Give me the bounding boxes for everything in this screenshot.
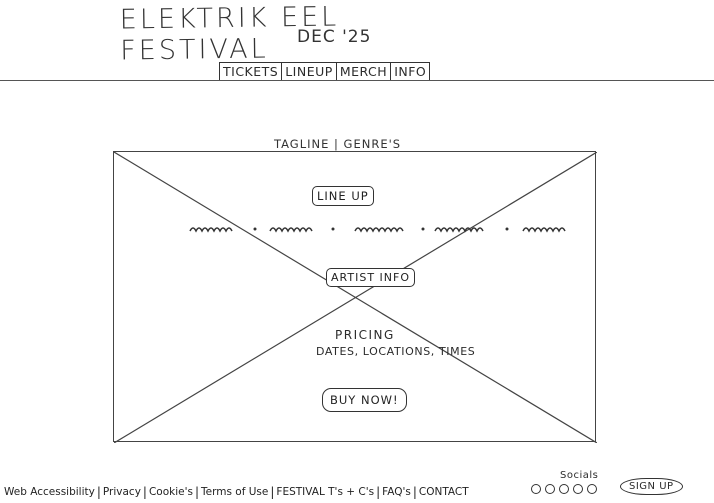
footer-link-contact[interactable]: CONTACT [418,486,469,498]
social-icons [531,484,597,494]
social-icon[interactable] [545,484,555,494]
social-icon[interactable] [531,484,541,494]
socials-label: Socials [560,470,599,481]
tab-merch[interactable]: MERCH [336,63,392,81]
footer-separator: | [412,485,417,499]
footer-separator: | [270,485,275,499]
header-divider [0,80,714,81]
footer-link-faqs[interactable]: FAQ's [382,486,411,498]
footer-link-accessibility[interactable]: Web Accessibility [4,486,95,498]
social-icon[interactable] [559,484,569,494]
footer-link-festival-tcs[interactable]: FESTIVAL T's + C's [276,486,375,498]
footer-link-cookies[interactable]: Cookie's [148,486,193,498]
artist-info-button[interactable]: ARTIST INFO [326,268,415,287]
dates-locations-label: DATES, LOCATIONS, TIMES [316,345,476,358]
footer-separator: | [142,485,147,499]
hero-image-placeholder [113,151,597,443]
footer-separator: | [376,485,381,499]
lineup-artist-names-placeholder [189,227,566,233]
footer-link-terms[interactable]: Terms of Use [201,486,269,498]
tab-tickets[interactable]: TICKETS [220,63,283,81]
pricing-label: PRICING [335,328,395,342]
hero-tagline: TAGLINE | GENRE'S [274,137,402,151]
lineup-button[interactable]: LINE UP [312,186,374,206]
footer-link-privacy[interactable]: Privacy [102,486,141,498]
festival-date: DEC '25 [297,27,372,47]
footer-links: Web Accessibility | Privacy | Cookie's |… [4,485,469,499]
footer-separator: | [96,485,101,499]
tab-lineup[interactable]: LINEUP [282,63,337,81]
social-icon[interactable] [587,484,597,494]
sign-up-button[interactable]: SIGN UP [620,478,683,495]
main-nav: TICKETS LINEUP MERCH INFO [219,62,431,81]
footer-separator: | [194,485,200,499]
tab-info[interactable]: INFO [391,63,430,81]
social-icon[interactable] [573,484,583,494]
placeholder-cross [114,152,597,443]
buy-now-button[interactable]: BUY NOW! [322,388,407,412]
